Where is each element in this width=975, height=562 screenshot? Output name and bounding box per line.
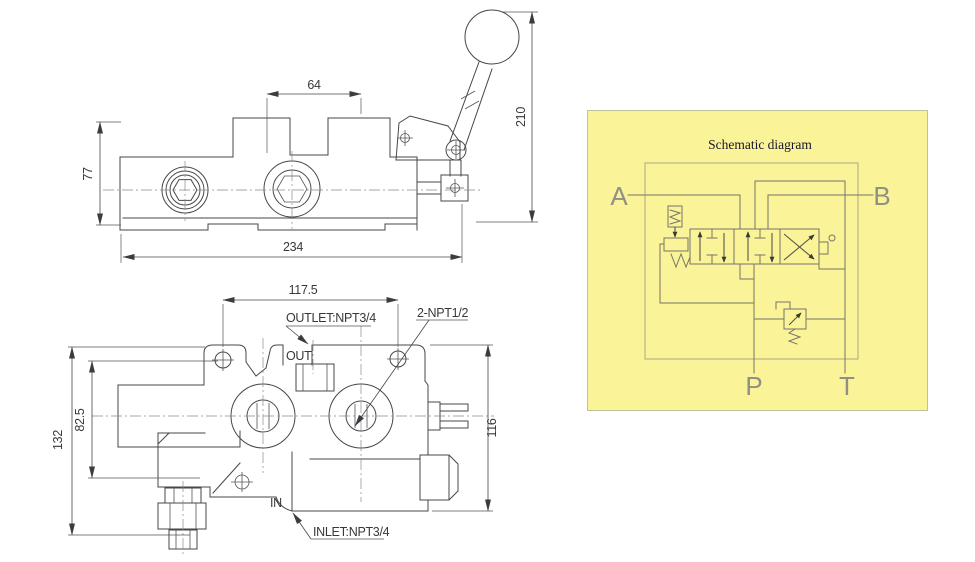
dim-77-label: 77 [81, 167, 95, 181]
port-b-label: B [873, 181, 890, 211]
top-view: 64 210 77 234 [81, 9, 538, 263]
dim-234-label: 234 [283, 240, 303, 254]
dim-64-label: 64 [307, 78, 321, 92]
dim-82-5-label: 82.5 [73, 408, 87, 431]
schematic-diagram: Schematic diagram A B P T [610, 137, 890, 401]
schematic-title: Schematic diagram [708, 137, 812, 152]
dim-132-label: 132 [51, 430, 65, 450]
bottom-view: 117.5 OUTLET:NPT3/4 2-NPT1/2 OUT IN INLE… [51, 283, 499, 554]
dim-117-5-label: 117.5 [289, 283, 318, 297]
mount-ports-label: 2-NPT1/2 [417, 306, 468, 320]
out-label: OUT [286, 349, 312, 363]
dim-116-label: 116 [485, 418, 499, 437]
dim-210-label: 210 [514, 107, 528, 127]
port-p-label: P [745, 371, 762, 401]
in-label: IN [270, 496, 282, 510]
schematic-panel: Schematic diagram A B P T [587, 110, 928, 411]
outlet-label: OUTLET:NPT3/4 [286, 311, 376, 325]
port-t-label: T [839, 371, 855, 401]
port-a-label: A [610, 181, 628, 211]
inlet-label: INLET:NPT3/4 [313, 525, 390, 539]
